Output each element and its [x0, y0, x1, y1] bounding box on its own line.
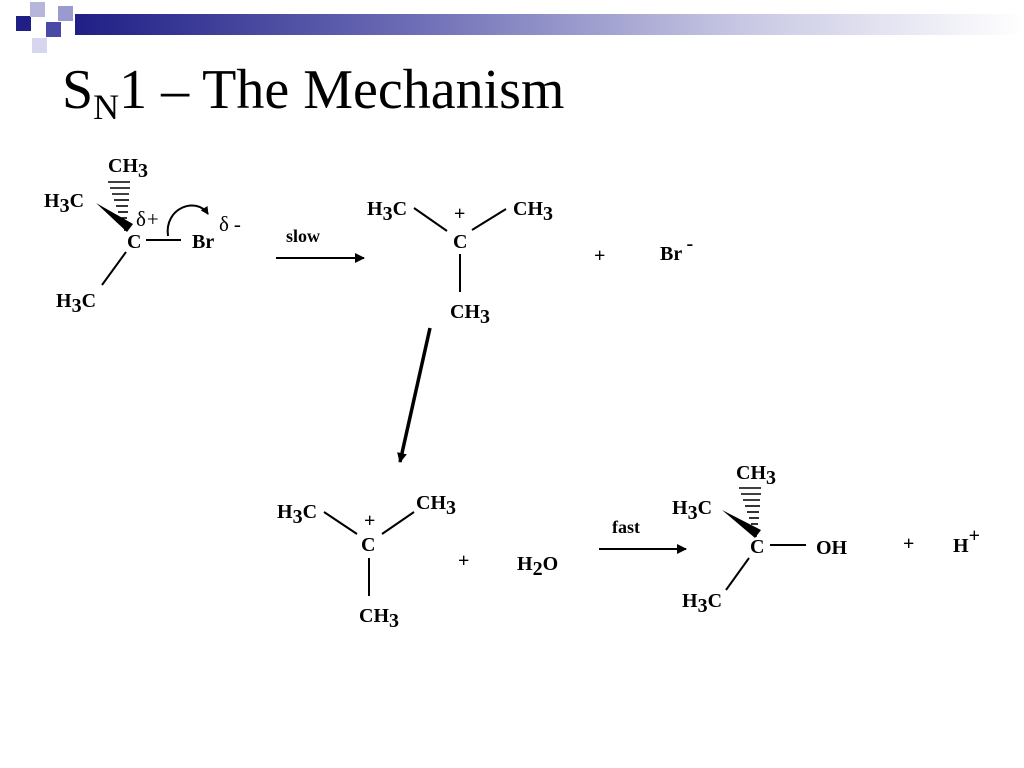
tert-butanol: CH3 H3C C OH H3C [672, 462, 848, 617]
slide-title: SN1 – The Mechanism [62, 59, 565, 127]
svg-text:CH3: CH3 [416, 492, 456, 519]
svg-text:C: C [361, 534, 375, 556]
header-square-light [30, 2, 45, 17]
solid-wedge-bond [722, 510, 761, 538]
tert-butyl-bromide: CH3 H3C C Br H3C δ+ δ- [44, 155, 241, 317]
svg-text:Br: Br [192, 231, 214, 253]
bromide-ion: Br- [660, 233, 693, 265]
svg-text:CH3: CH3 [108, 155, 148, 182]
svg-text:H3C: H3C [682, 590, 722, 617]
water-molecule: H2O [517, 553, 558, 580]
svg-text:fast: fast [612, 517, 640, 537]
proton: H+ [953, 525, 980, 557]
svg-text:OH: OH [816, 537, 848, 559]
svg-text:CH3: CH3 [359, 605, 399, 632]
tert-butyl-carbocation-2: H3C + CH3 C CH3 [277, 492, 456, 632]
svg-text:δ-: δ- [219, 212, 241, 236]
svg-text:H3C: H3C [367, 198, 407, 225]
tert-butyl-carbocation-1: H3C + CH3 C CH3 [367, 198, 553, 328]
svg-text:CH3: CH3 [736, 462, 776, 489]
solid-wedge-bond [96, 203, 133, 232]
plus-sign: + [594, 245, 605, 267]
svg-text:C: C [127, 231, 141, 253]
svg-text:C: C [453, 231, 467, 253]
plus-sign: + [903, 533, 914, 555]
header-square-mid [46, 22, 61, 37]
svg-text:H3C: H3C [44, 190, 84, 217]
svg-text:C: C [750, 536, 764, 558]
curved-electron-arrow [166, 204, 209, 237]
svg-text:δ+: δ+ [136, 207, 159, 231]
slow-step-arrow: slow [276, 226, 365, 263]
header-square-pale [32, 38, 47, 53]
header-square-light2 [58, 6, 73, 21]
fast-step-arrow: fast [599, 517, 687, 554]
down-step-arrow [397, 327, 432, 463]
svg-text:H3C: H3C [277, 501, 317, 528]
svg-text:H3C: H3C [56, 290, 96, 317]
svg-text:+: + [454, 203, 465, 225]
header-gradient-bar [75, 14, 1024, 35]
plus-sign: + [458, 550, 469, 572]
svg-text:CH3: CH3 [513, 198, 553, 225]
svg-text:CH3: CH3 [450, 301, 490, 328]
hashed-wedge-bond [739, 487, 761, 537]
header-square-dark [16, 16, 31, 31]
svg-text:+: + [364, 510, 375, 532]
hashed-wedge-bond [108, 181, 130, 231]
svg-text:slow: slow [286, 226, 320, 246]
svg-text:H3C: H3C [672, 497, 712, 524]
